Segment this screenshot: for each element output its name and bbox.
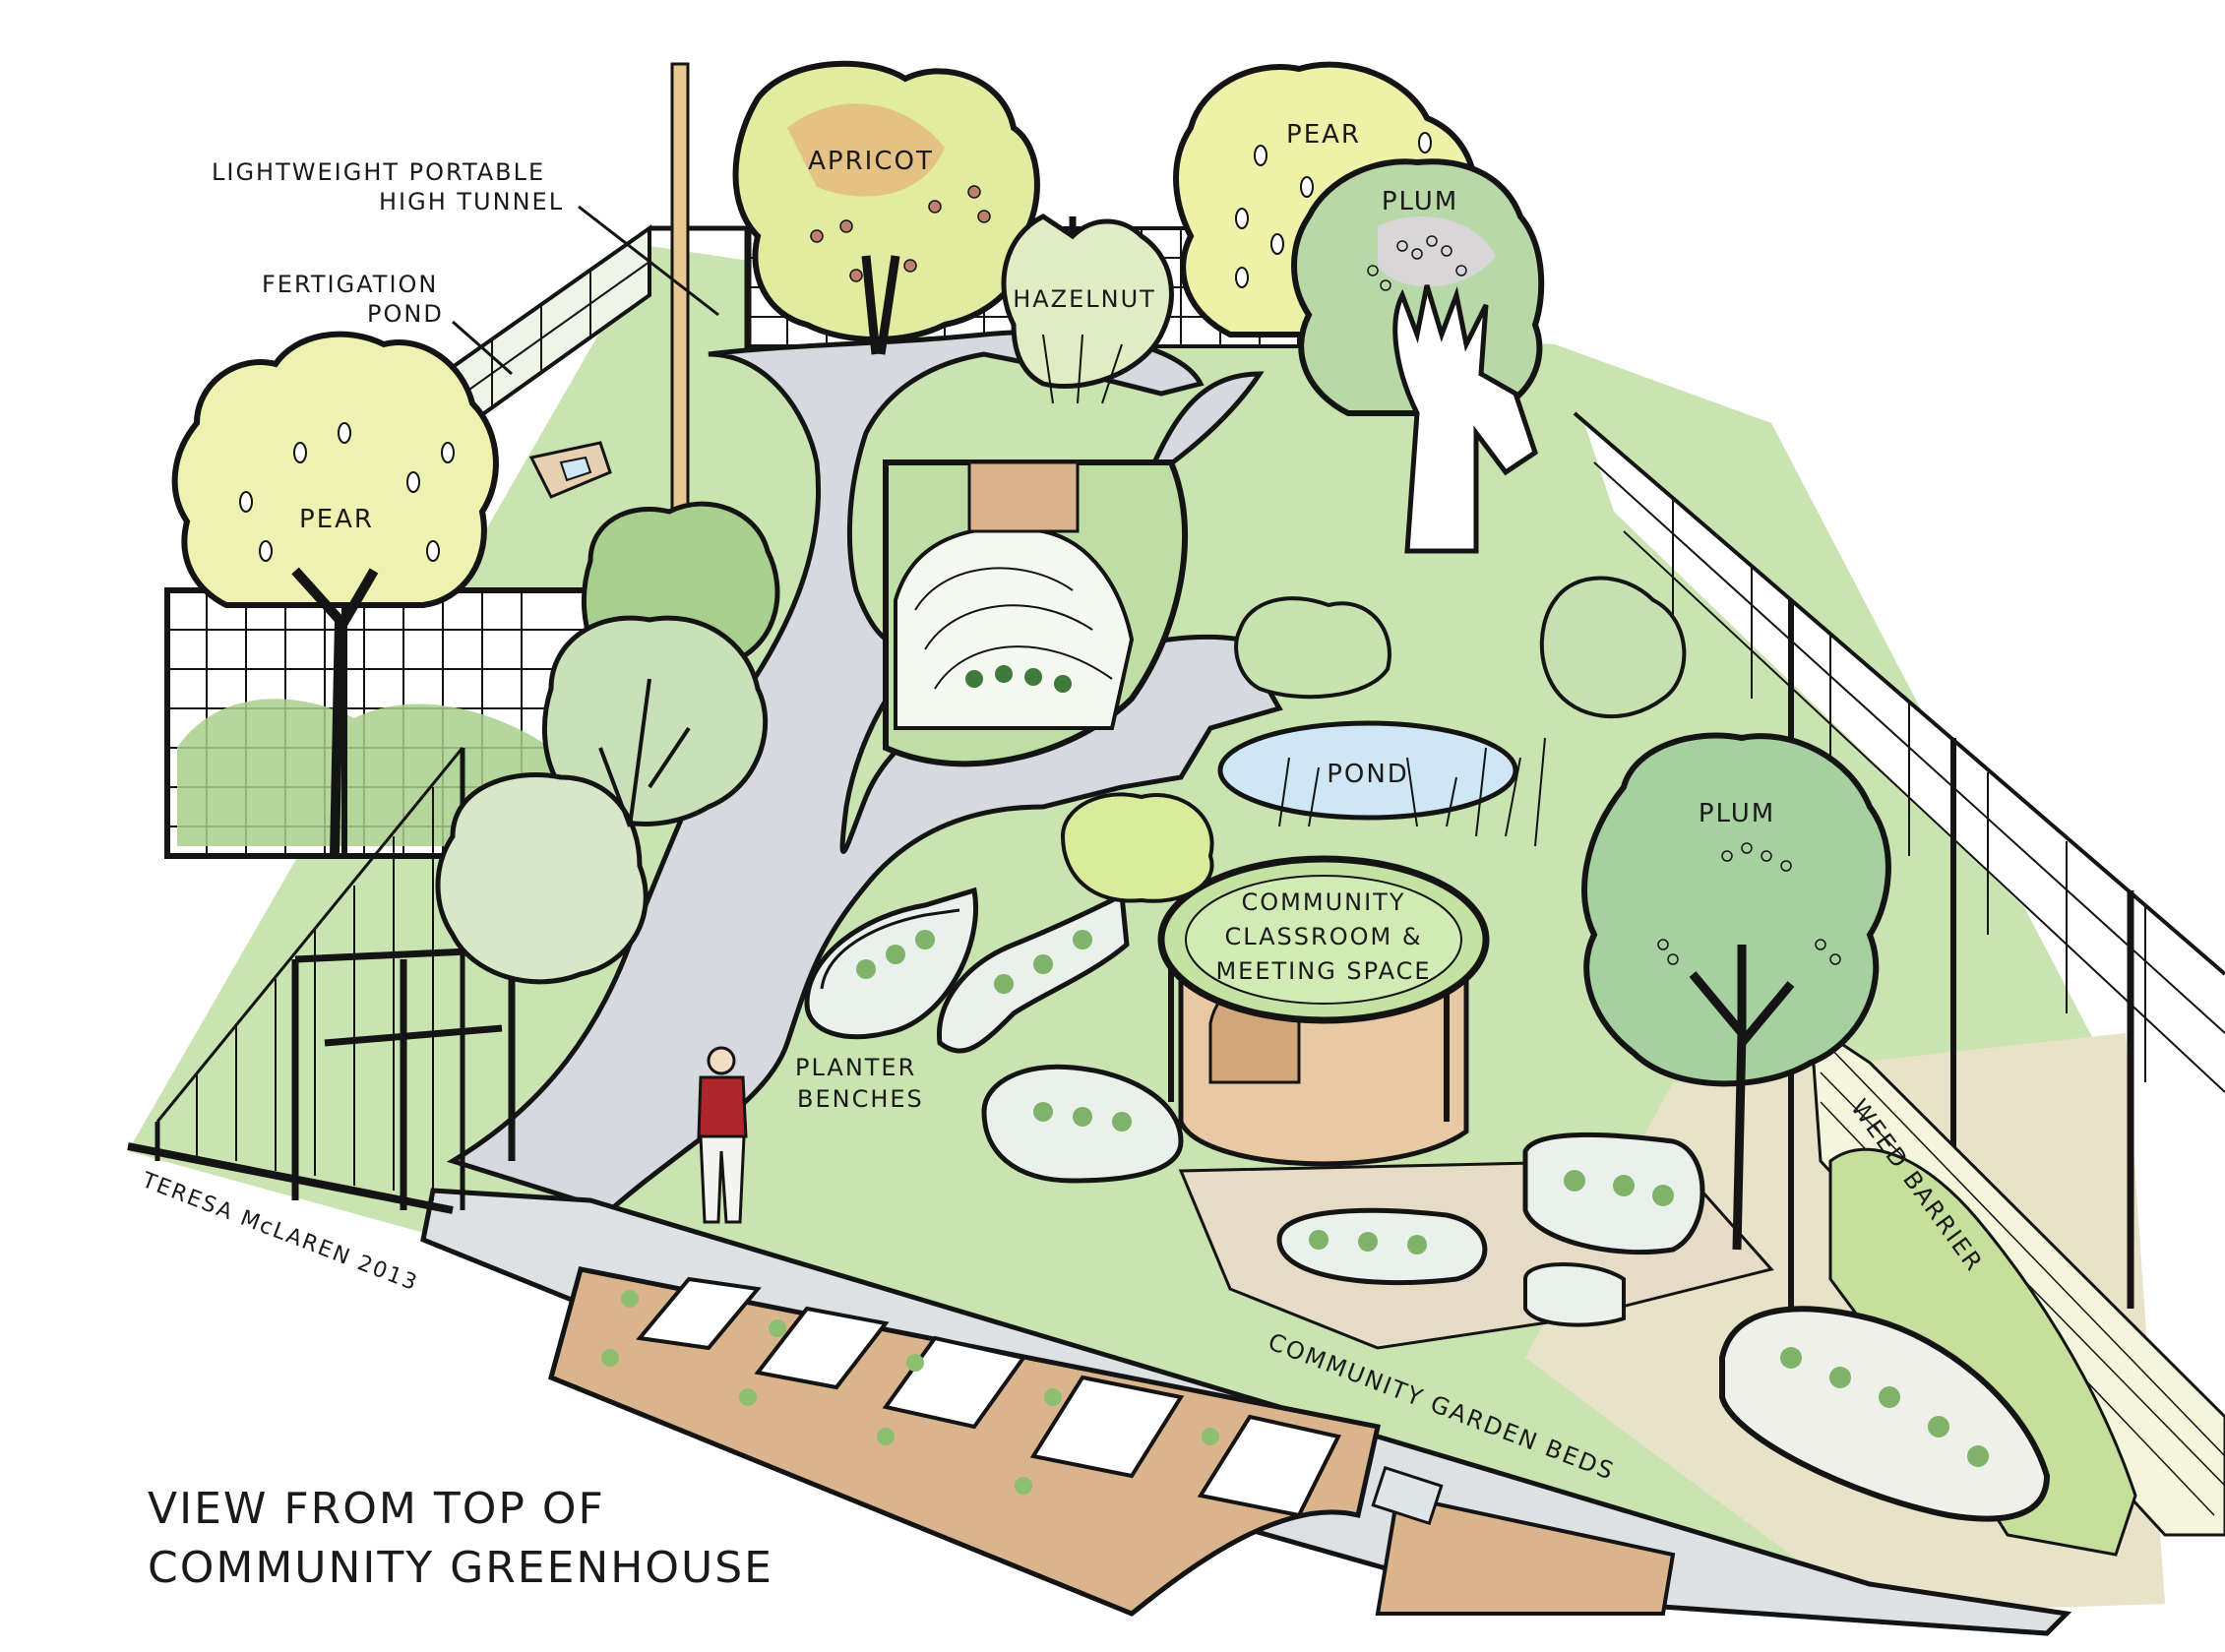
fertigation-label-line2: POND <box>367 300 444 328</box>
high-tunnel <box>883 459 1189 767</box>
weed-barrier <box>1809 1020 2225 1557</box>
community-garden-beds <box>548 1266 1676 1617</box>
classroom-label-line3: MEETING SPACE <box>1215 957 1431 985</box>
fertigation-pond <box>528 441 612 499</box>
apricot-label: APRICOT <box>808 147 934 176</box>
pond-label: POND <box>1327 760 1409 789</box>
plum-top-label: PLUM <box>1382 187 1458 216</box>
planter-benches-label-line1: PLANTER <box>795 1054 916 1081</box>
apricot-tree: APRICOT <box>732 60 1040 355</box>
hazelnut-tree: HAZELNUT <box>1001 214 1174 404</box>
plum-right-label: PLUM <box>1699 799 1775 828</box>
classroom-label-line2: CLASSROOM & <box>1224 923 1422 950</box>
plum-tree-top: PLUM <box>1291 158 1545 554</box>
hazelnut-label: HAZELNUT <box>1013 285 1156 313</box>
pond: POND <box>1217 720 1546 847</box>
pear-tree-left: PEAR <box>171 331 499 857</box>
left-trees <box>435 501 780 985</box>
planter-benches-label-line2: BENCHES <box>797 1085 924 1113</box>
plum-tree-right: PLUM <box>1581 732 1891 1251</box>
high-tunnel-label-line2: HIGH TUNNEL <box>379 188 564 215</box>
left-enclosure-fence <box>164 587 623 859</box>
right-fence <box>1573 411 2225 1309</box>
title-line2: COMMUNITY GREENHOUSE <box>148 1543 773 1593</box>
high-tunnel-label-line1: LIGHTWEIGHT PORTABLE <box>212 158 545 186</box>
pear-top-label: PEAR <box>1286 120 1361 150</box>
title-line1: VIEW FROM TOP OF <box>148 1484 605 1534</box>
fertigation-label-line1: FERTIGATION <box>262 271 438 298</box>
community-classroom: COMMUNITY CLASSROOM & MEETING SPACE <box>1157 855 1490 1167</box>
classroom-label-line1: COMMUNITY <box>1242 888 1406 916</box>
tall-post <box>670 62 690 558</box>
person-figure <box>697 1046 748 1224</box>
pear-left-label: PEAR <box>299 505 374 534</box>
pond-shrubs <box>1060 576 1687 903</box>
